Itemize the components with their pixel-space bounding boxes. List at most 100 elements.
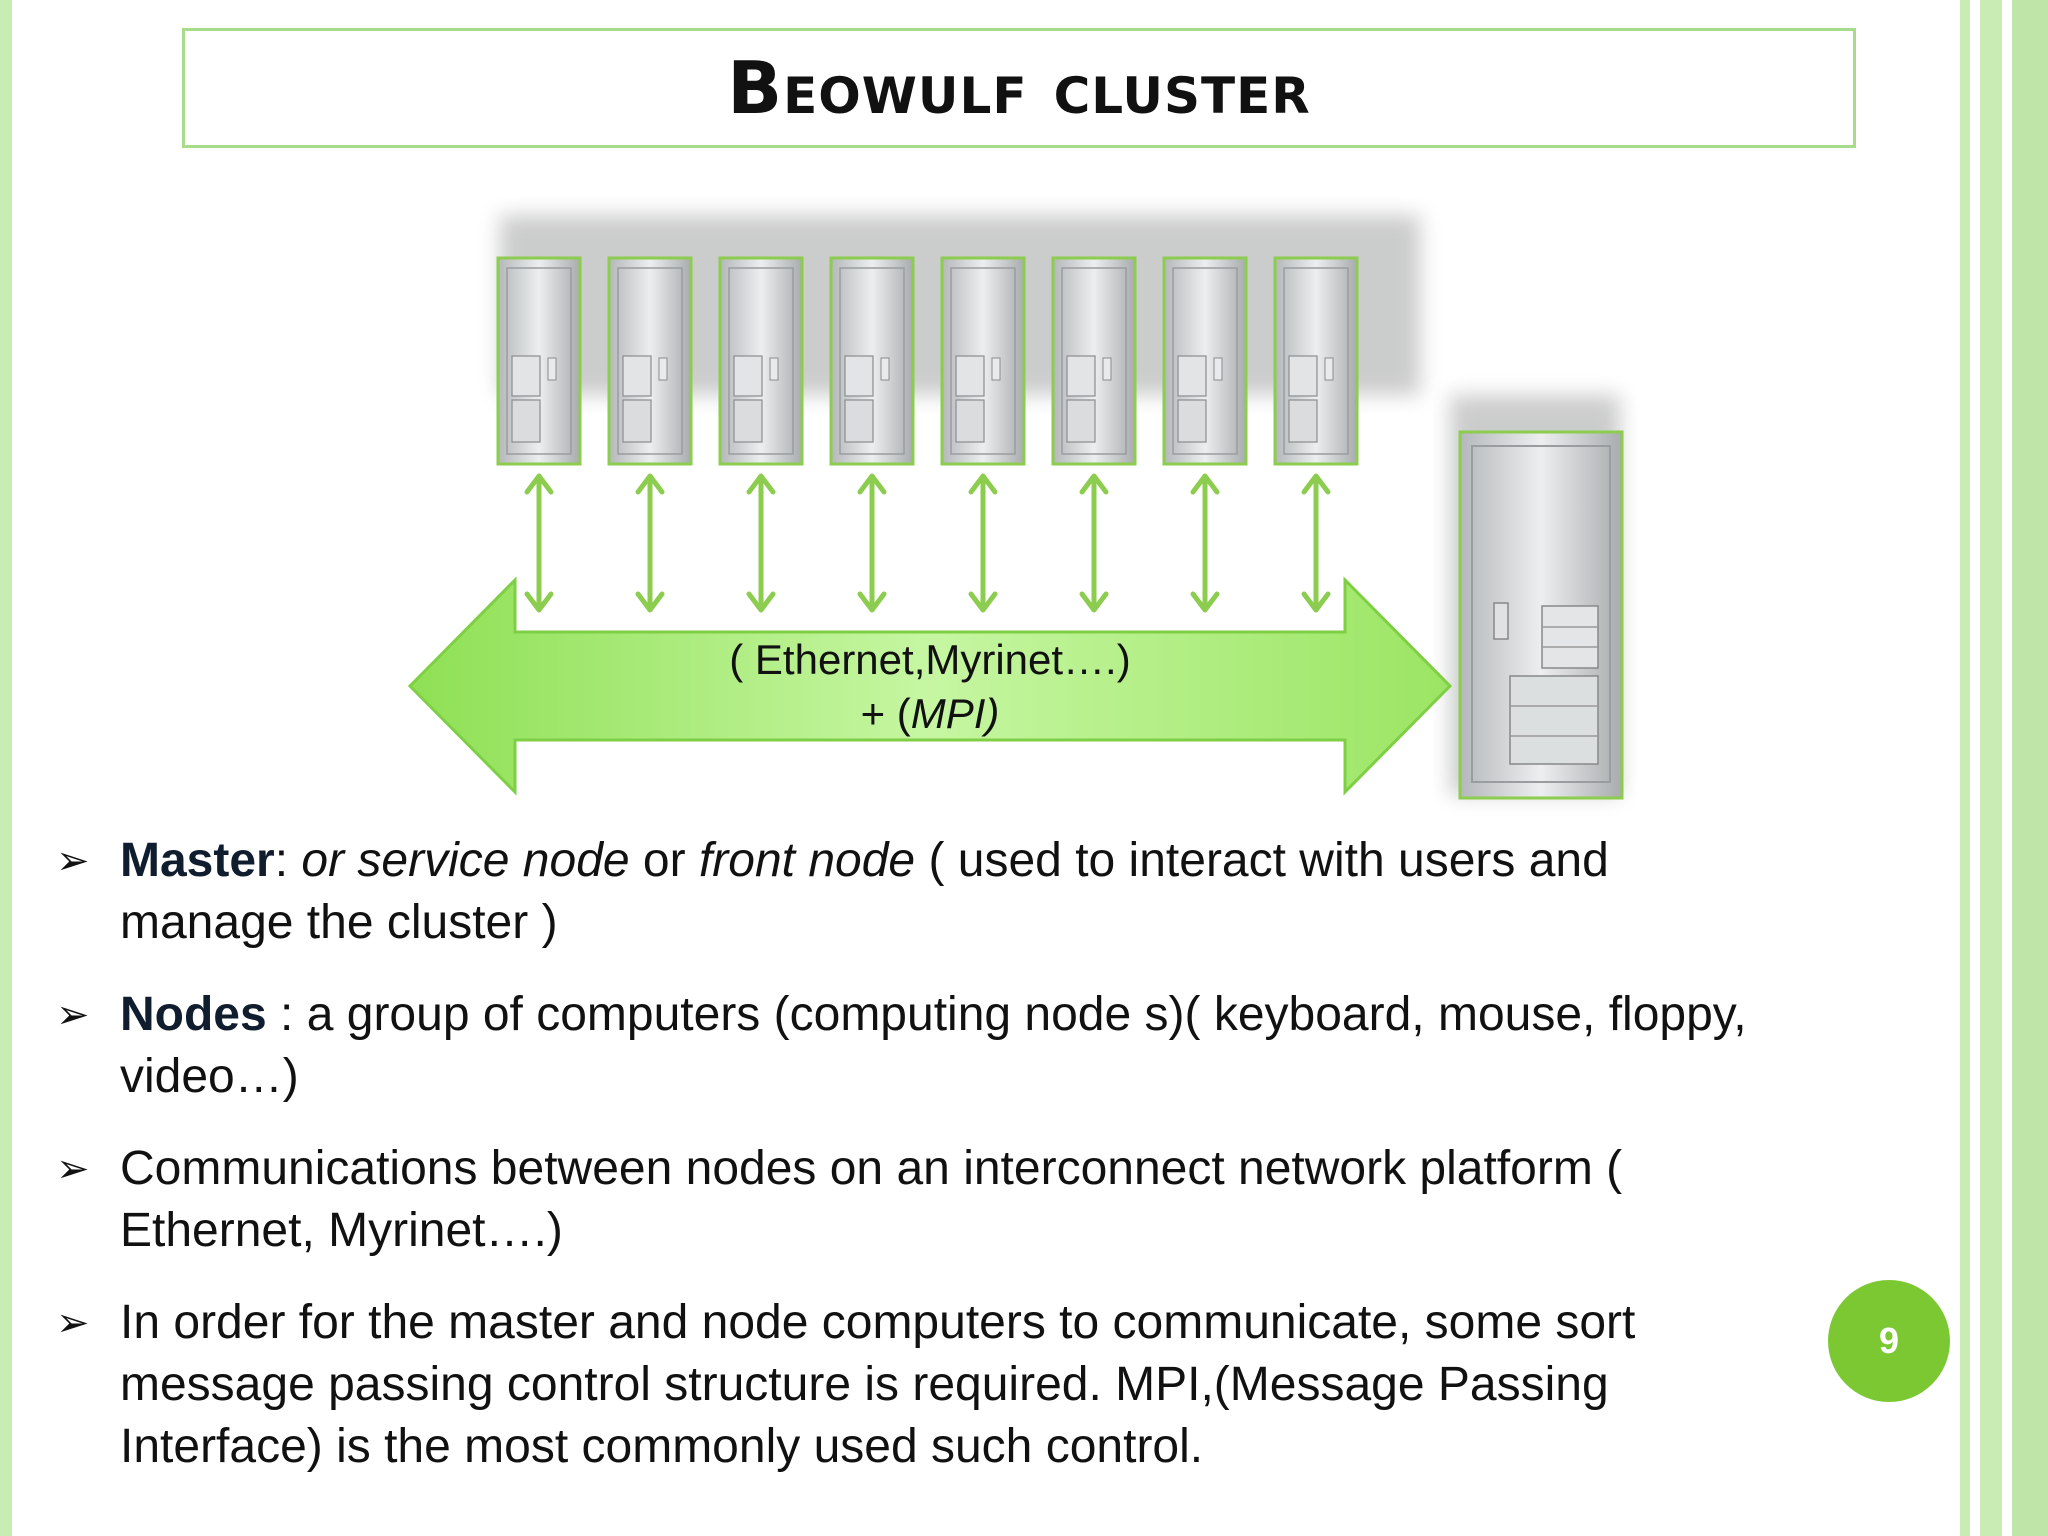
compute-node-drive-bay	[1066, 355, 1096, 397]
compute-node-button	[547, 357, 557, 381]
arrow-head-down	[857, 591, 887, 613]
arrow-head-up	[746, 473, 776, 495]
bullet-text: ( used to interact with users and manage…	[120, 834, 1609, 949]
node-bus-arrow	[1079, 473, 1109, 613]
arrow-head-up	[1301, 473, 1331, 495]
page-number-badge: 9	[1828, 1280, 1950, 1402]
compute-node-drive-bay	[1288, 399, 1318, 443]
compute-node-button	[880, 357, 890, 381]
compute-node	[829, 256, 915, 466]
compute-node-drive-bay	[844, 355, 874, 397]
node-bus-arrow	[1190, 473, 1220, 613]
compute-nodes	[496, 256, 1359, 466]
page-number: 9	[1878, 1320, 1900, 1361]
compute-node	[1273, 256, 1359, 466]
compute-node-panel	[617, 267, 683, 455]
arrow-head-down	[524, 591, 554, 613]
node-bus-arrow	[746, 473, 776, 613]
compute-node-drive-bay	[955, 399, 985, 443]
node-bus-arrow	[524, 473, 554, 613]
bullet-arrow-icon: ➢	[56, 1147, 90, 1191]
compute-node-drive-bay	[1288, 355, 1318, 397]
compute-node-panel	[1061, 267, 1127, 455]
compute-node-drive-bay	[733, 399, 763, 443]
left-border-stripe	[0, 0, 12, 1536]
arrow-head-up	[968, 473, 998, 495]
slide-title: Beowulf cluster	[727, 46, 1311, 130]
arrow-head-up	[524, 473, 554, 495]
compute-node-drive-bay	[511, 355, 541, 397]
compute-node-button	[1102, 357, 1112, 381]
compute-node-drive-bay	[1066, 399, 1096, 443]
compute-node	[718, 256, 804, 466]
arrow-head-up	[1079, 473, 1109, 495]
compute-node-drive-bay	[622, 399, 652, 443]
bullet-item: ➢Nodes : a group of computers (computing…	[56, 984, 1756, 1108]
arrow-head-down	[635, 591, 665, 613]
compute-node-button	[1213, 357, 1223, 381]
bullet-arrow-icon: ➢	[56, 993, 90, 1037]
compute-node	[1162, 256, 1248, 466]
right-border-stripe	[2012, 0, 2048, 1536]
compute-node-drive-bay	[1177, 399, 1207, 443]
compute-node	[1051, 256, 1137, 466]
master-drive-bay	[1541, 605, 1599, 669]
arrow-head-up	[857, 473, 887, 495]
node-bus-arrows	[524, 473, 1331, 613]
node-bus-arrow	[1301, 473, 1331, 613]
compute-node	[940, 256, 1026, 466]
compute-node-panel	[950, 267, 1016, 455]
arrow-head-down	[1079, 591, 1109, 613]
arrow-head-down	[746, 591, 776, 613]
arrow-head-up	[635, 473, 665, 495]
compute-node-button	[1324, 357, 1334, 381]
compute-node-panel	[506, 267, 572, 455]
bullet-text: Communications between nodes on an inter…	[120, 1142, 1623, 1257]
compute-node-panel	[1283, 267, 1349, 455]
master-server-button	[1493, 602, 1509, 640]
compute-node-panel	[839, 267, 905, 455]
compute-node-panel	[728, 267, 794, 455]
compute-node-drive-bay	[844, 399, 874, 443]
compute-node-button	[658, 357, 668, 381]
network-bus-arrow	[407, 576, 1453, 796]
bullet-text: : a group of computers (computing node s…	[120, 988, 1747, 1103]
compute-node-drive-bay	[1177, 355, 1207, 397]
compute-node-drive-bay	[733, 355, 763, 397]
bus-label-mpi: + (MPI)	[861, 690, 1000, 737]
compute-node	[496, 256, 582, 466]
bullet-text: or service node	[301, 834, 630, 887]
right-border-stripe	[1960, 0, 1970, 1536]
bullet-term: Master	[120, 834, 275, 887]
compute-node-button	[769, 357, 779, 381]
bullet-list: ➢ Master: or service node or front node (…	[56, 830, 1756, 1508]
node-bus-arrow	[857, 473, 887, 613]
compute-node-button	[991, 357, 1001, 381]
right-border-stripe	[1980, 0, 2002, 1536]
compute-node	[607, 256, 693, 466]
node-bus-arrow	[968, 473, 998, 613]
master-server	[1458, 430, 1624, 800]
arrow-head-down	[1190, 591, 1220, 613]
bullet-text: front node	[698, 834, 916, 887]
bullet-text: In order for the master and node compute…	[120, 1296, 1636, 1473]
compute-node-drive-bay	[955, 355, 985, 397]
bullet-item: ➢ In order for the master and node comput…	[56, 1292, 1756, 1478]
title-box: Beowulf cluster	[182, 28, 1856, 148]
arrow-head-up	[1190, 473, 1220, 495]
bullet-item: ➢ Master: or service node or front node (…	[56, 830, 1756, 954]
bullet-text: :	[274, 834, 302, 887]
compute-node-drive-bay	[622, 355, 652, 397]
bullet-text: or	[629, 834, 699, 887]
cluster-diagram: ( Ethernet,Myrinet….) + (MPI)	[407, 215, 1624, 800]
arrow-head-down	[1301, 591, 1331, 613]
compute-node-drive-bay	[511, 399, 541, 443]
bullet-item: ➢ Communications between nodes on an inte…	[56, 1138, 1756, 1262]
arrow-head-down	[968, 591, 998, 613]
node-bus-arrow	[635, 473, 665, 613]
bullet-arrow-icon: ➢	[56, 839, 90, 883]
bullet-arrow-icon: ➢	[56, 1301, 90, 1345]
compute-node-panel	[1172, 267, 1238, 455]
bus-label-network: ( Ethernet,Myrinet….)	[729, 636, 1130, 683]
master-drive-bay	[1509, 675, 1599, 765]
